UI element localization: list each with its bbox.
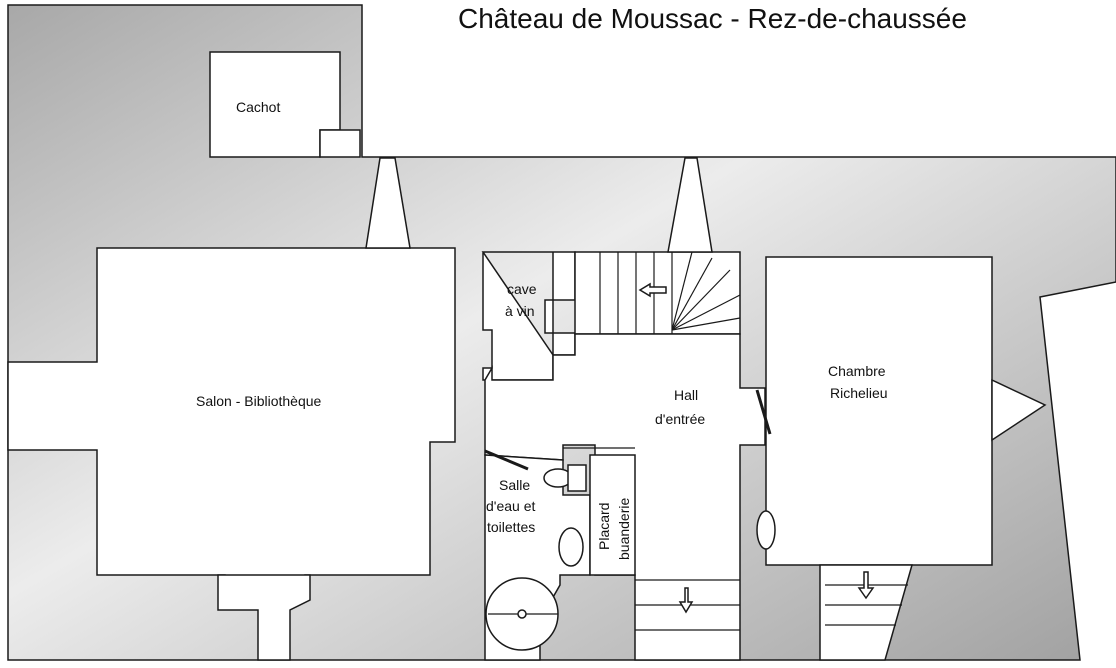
- arrow-left-icon: [638, 282, 667, 298]
- window-hall-top: [667, 157, 713, 253]
- arrow-down-icon: [678, 587, 694, 614]
- sink-icon: [558, 527, 584, 567]
- label-salle-eau-3: toilettes: [487, 519, 535, 535]
- label-salle-eau-2: d'eau et: [486, 498, 535, 514]
- label-salon: Salon - Bibliothèque: [196, 393, 322, 409]
- tub-drain: [517, 609, 527, 619]
- label-chambre-1: Chambre: [828, 363, 886, 379]
- door-chambre: [755, 389, 772, 435]
- window-salon-top: [365, 157, 411, 249]
- label-placard-2: buanderie: [616, 498, 632, 560]
- label-salle-eau-1: Salle: [499, 477, 530, 493]
- room-chambre: [765, 256, 993, 566]
- cachot-corridor: [319, 129, 361, 158]
- room-placard: [589, 454, 636, 576]
- stair-treads: [599, 251, 741, 334]
- chambre-fixture: [756, 510, 776, 550]
- stairs-chambre-south: [819, 564, 913, 661]
- arrow-down-icon: [857, 571, 875, 600]
- toilet-tank: [567, 464, 587, 492]
- label-cave-1: cave: [507, 281, 537, 297]
- label-chambre-2: Richelieu: [830, 385, 888, 401]
- window-salon-bottom: [217, 574, 311, 661]
- label-placard-1: Placard: [596, 503, 612, 550]
- label-cachot: Cachot: [236, 99, 280, 115]
- plan-title: Château de Moussac - Rez-de-chaussée: [458, 3, 967, 34]
- label-cave-2: à vin: [505, 303, 535, 319]
- door-salle-eau: [484, 449, 529, 471]
- label-hall-1: Hall: [674, 387, 698, 403]
- label-hall-2: d'entrée: [655, 411, 705, 427]
- window-chambre-east: [991, 378, 1047, 442]
